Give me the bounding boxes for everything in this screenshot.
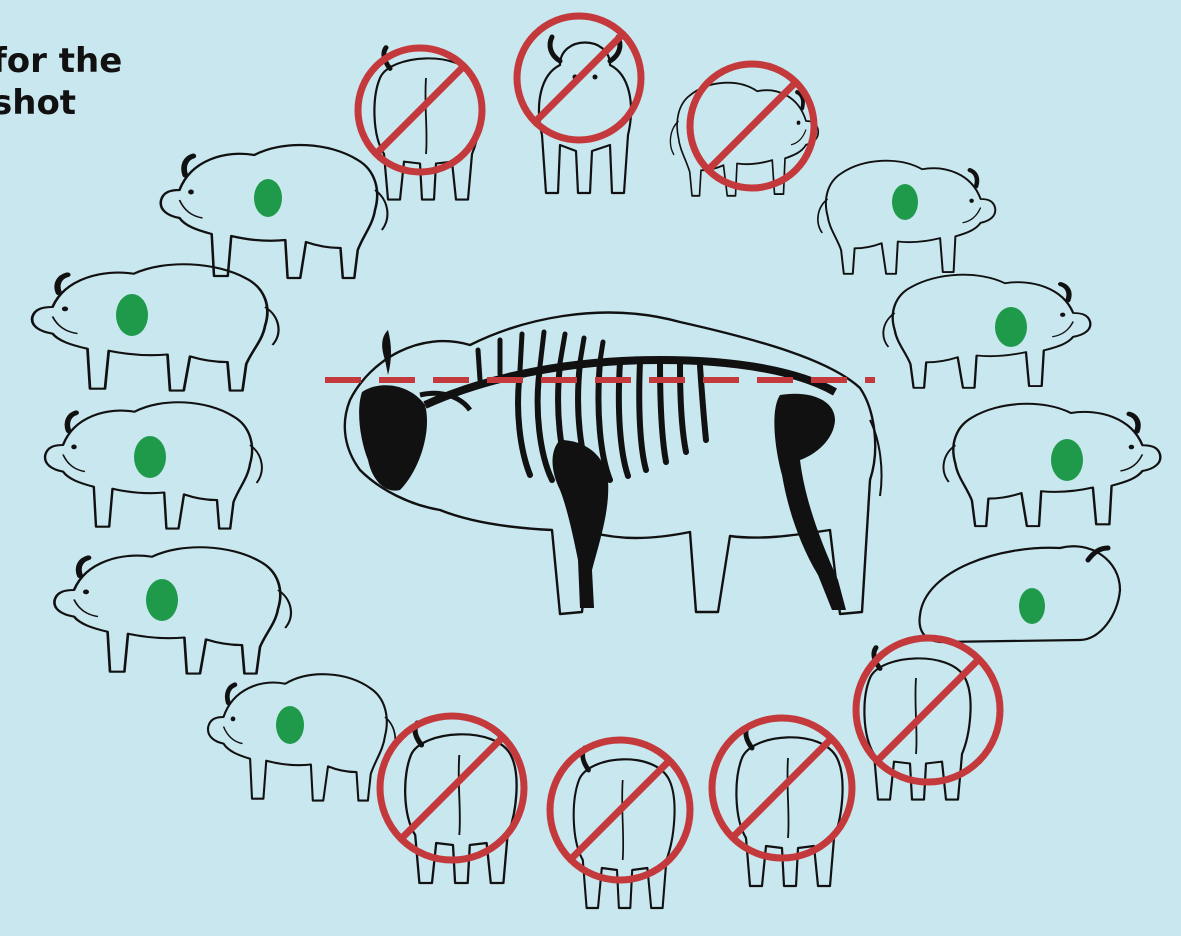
vital-zone-marker bbox=[146, 579, 178, 621]
bison-rear-right bbox=[712, 718, 852, 886]
bison-right-rear-quarter bbox=[856, 638, 1000, 800]
bison-right-broadside-walking bbox=[883, 275, 1090, 388]
bison-right-broadside-standing bbox=[944, 404, 1161, 526]
vital-zone-marker bbox=[995, 307, 1027, 347]
bison-front-on bbox=[517, 16, 641, 193]
vital-zone-marker bbox=[134, 436, 166, 478]
bison-left-quarter-bottom bbox=[208, 674, 395, 800]
vital-zone-marker bbox=[892, 184, 918, 220]
bison-right-quarter-turn bbox=[818, 161, 995, 274]
central-bison-skeleton bbox=[345, 313, 882, 614]
bison-rear-center bbox=[550, 740, 690, 908]
bison-left-broadside-middle bbox=[45, 402, 262, 528]
vital-zone-marker bbox=[1019, 588, 1045, 624]
bison-rear-left bbox=[380, 716, 524, 883]
bison-left-broadside-top bbox=[161, 145, 388, 278]
bison-back-quarter-left-top bbox=[358, 48, 482, 200]
vital-zone-marker bbox=[1051, 439, 1083, 481]
vital-zone-marker bbox=[116, 294, 148, 336]
vital-zone-marker bbox=[276, 706, 304, 744]
bison-left-broadside-lower bbox=[54, 547, 291, 673]
bison-left-broadside-running bbox=[32, 264, 278, 390]
vital-zone-marker bbox=[254, 179, 282, 217]
bison-quarter-away-right-top bbox=[670, 64, 818, 196]
bison-right-bedded bbox=[920, 546, 1120, 642]
